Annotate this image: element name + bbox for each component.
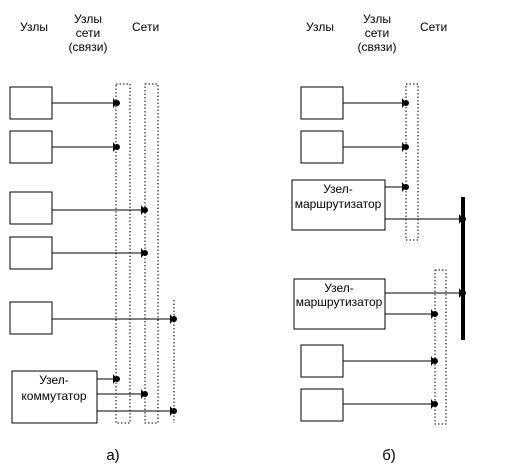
header-network-nodes-b-line3: (связи): [358, 40, 397, 54]
host-a-4: [9, 236, 53, 270]
junction-a-3: [142, 207, 148, 213]
header-nodes-b: Узлы: [306, 20, 334, 34]
junction-b-7: [432, 358, 438, 364]
router-node-b-2-label-line2: маршрутизатор: [296, 295, 383, 309]
header-network-nodes-a-line1: Узлы: [74, 12, 102, 26]
host-a-5: [9, 301, 53, 335]
junction-b-6: [432, 311, 438, 317]
router-node-b-1: [291, 179, 386, 231]
router-node-b-1-label-line2: маршрутизатор: [295, 197, 382, 211]
header-network-nodes-b-line1: Узлы: [363, 12, 391, 26]
host-a-3: [9, 191, 53, 225]
junction-a-7: [142, 391, 148, 397]
network-b-2: [434, 269, 447, 425]
junction-a-8: [171, 408, 177, 414]
caption-a: а): [106, 447, 119, 464]
host-a-2: [9, 130, 53, 164]
junction-b-5: [460, 290, 466, 296]
junction-b-3: [403, 184, 409, 190]
header-nodes-a: Узлы: [20, 20, 48, 34]
headers-a: Узлы Узлы сети (связи) Сети: [20, 12, 159, 54]
host-b-2: [300, 130, 344, 164]
junction-a-2: [114, 144, 120, 150]
host-b-3: [300, 344, 344, 378]
header-network-nodes-a-line2: сети: [76, 26, 100, 40]
diagram-b: Узел- маршрутизатор Узел- маршрутизатор …: [291, 83, 466, 464]
junction-a-4: [142, 250, 148, 256]
junction-b-8: [432, 401, 438, 407]
router-node-b-1-label-line1: Узел-: [323, 182, 353, 196]
host-b-1: [300, 86, 344, 120]
junction-a-5: [171, 316, 177, 322]
switch-node-a-label-line1: Узел-: [39, 373, 69, 387]
header-network-nodes-a-line3: (связи): [69, 40, 108, 54]
junction-b-4: [460, 216, 466, 222]
host-a-1: [9, 86, 53, 120]
network-a-2: [144, 83, 159, 424]
host-b-4: [300, 388, 344, 422]
header-networks-b: Сети: [420, 20, 447, 34]
router-node-b-2: [293, 278, 386, 330]
header-networks-a: Сети: [132, 20, 159, 34]
caption-b: б): [382, 447, 396, 464]
junction-a-1: [114, 100, 120, 106]
router-node-b-2-label-line1: Узел-: [324, 281, 354, 295]
junction-a-6: [114, 376, 120, 382]
switch-node-a-label-line2: коммутатор: [21, 389, 87, 403]
header-network-nodes-b-line2: сети: [365, 26, 389, 40]
switch-node-a: [11, 370, 98, 424]
junction-b-2: [403, 144, 409, 150]
headers-b: Узлы Узлы сети (связи) Сети: [306, 12, 447, 54]
network-b-1: [405, 83, 419, 241]
junction-b-1: [403, 100, 409, 106]
diagram-a: Узел- коммутатор а): [9, 83, 177, 464]
